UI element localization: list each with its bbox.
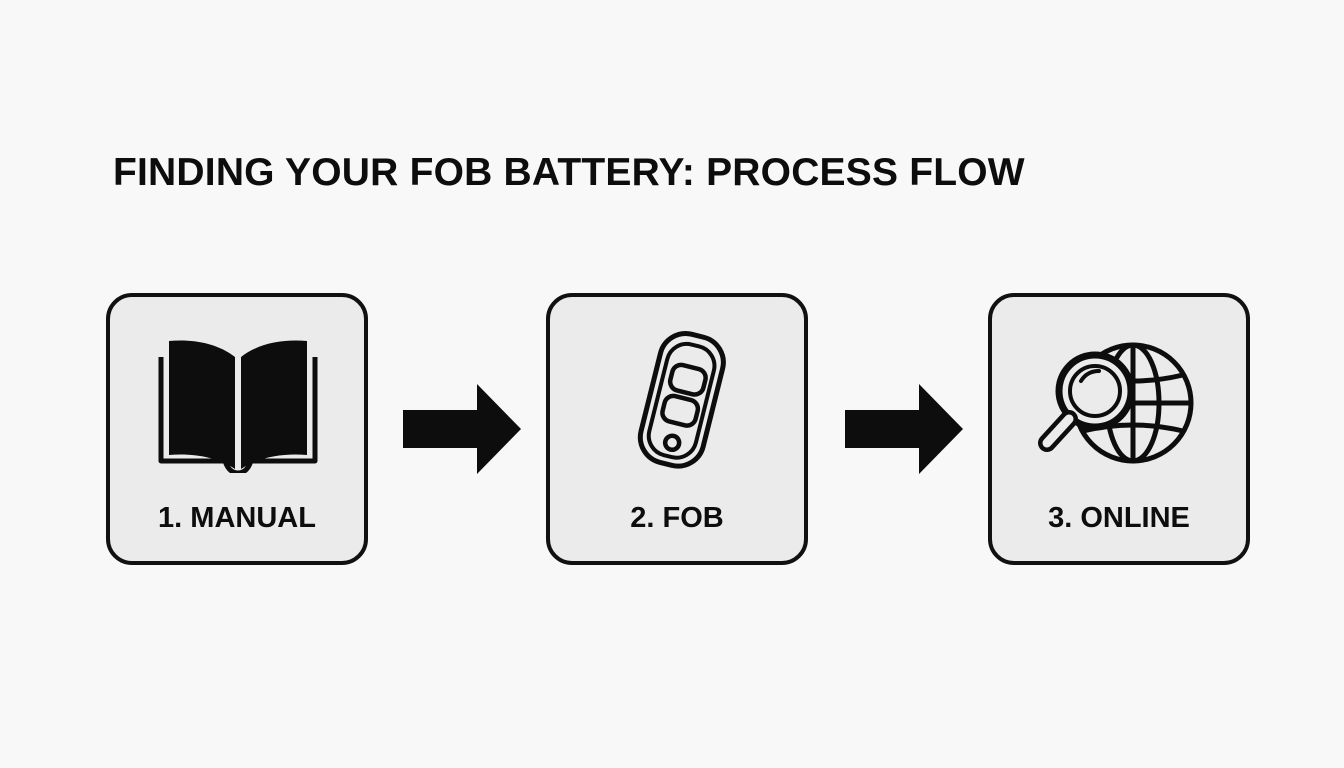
diagram-title: FINDING YOUR FOB BATTERY: PROCESS FLOW (113, 151, 1025, 194)
step-label-manual: 1. MANUAL (158, 502, 316, 534)
step-label-fob: 2. FOB (630, 502, 724, 534)
open-book-icon (151, 331, 323, 473)
globe-search-icon (1033, 331, 1205, 473)
key-fob-icon (591, 331, 763, 473)
step-fob: 2. FOB (546, 293, 808, 565)
arrow-right-icon (403, 384, 521, 474)
step-manual: 1. MANUAL (106, 293, 368, 565)
step-online: 3. ONLINE (988, 293, 1250, 565)
step-label-online: 3. ONLINE (1048, 502, 1190, 534)
arrow-right-icon (845, 384, 963, 474)
